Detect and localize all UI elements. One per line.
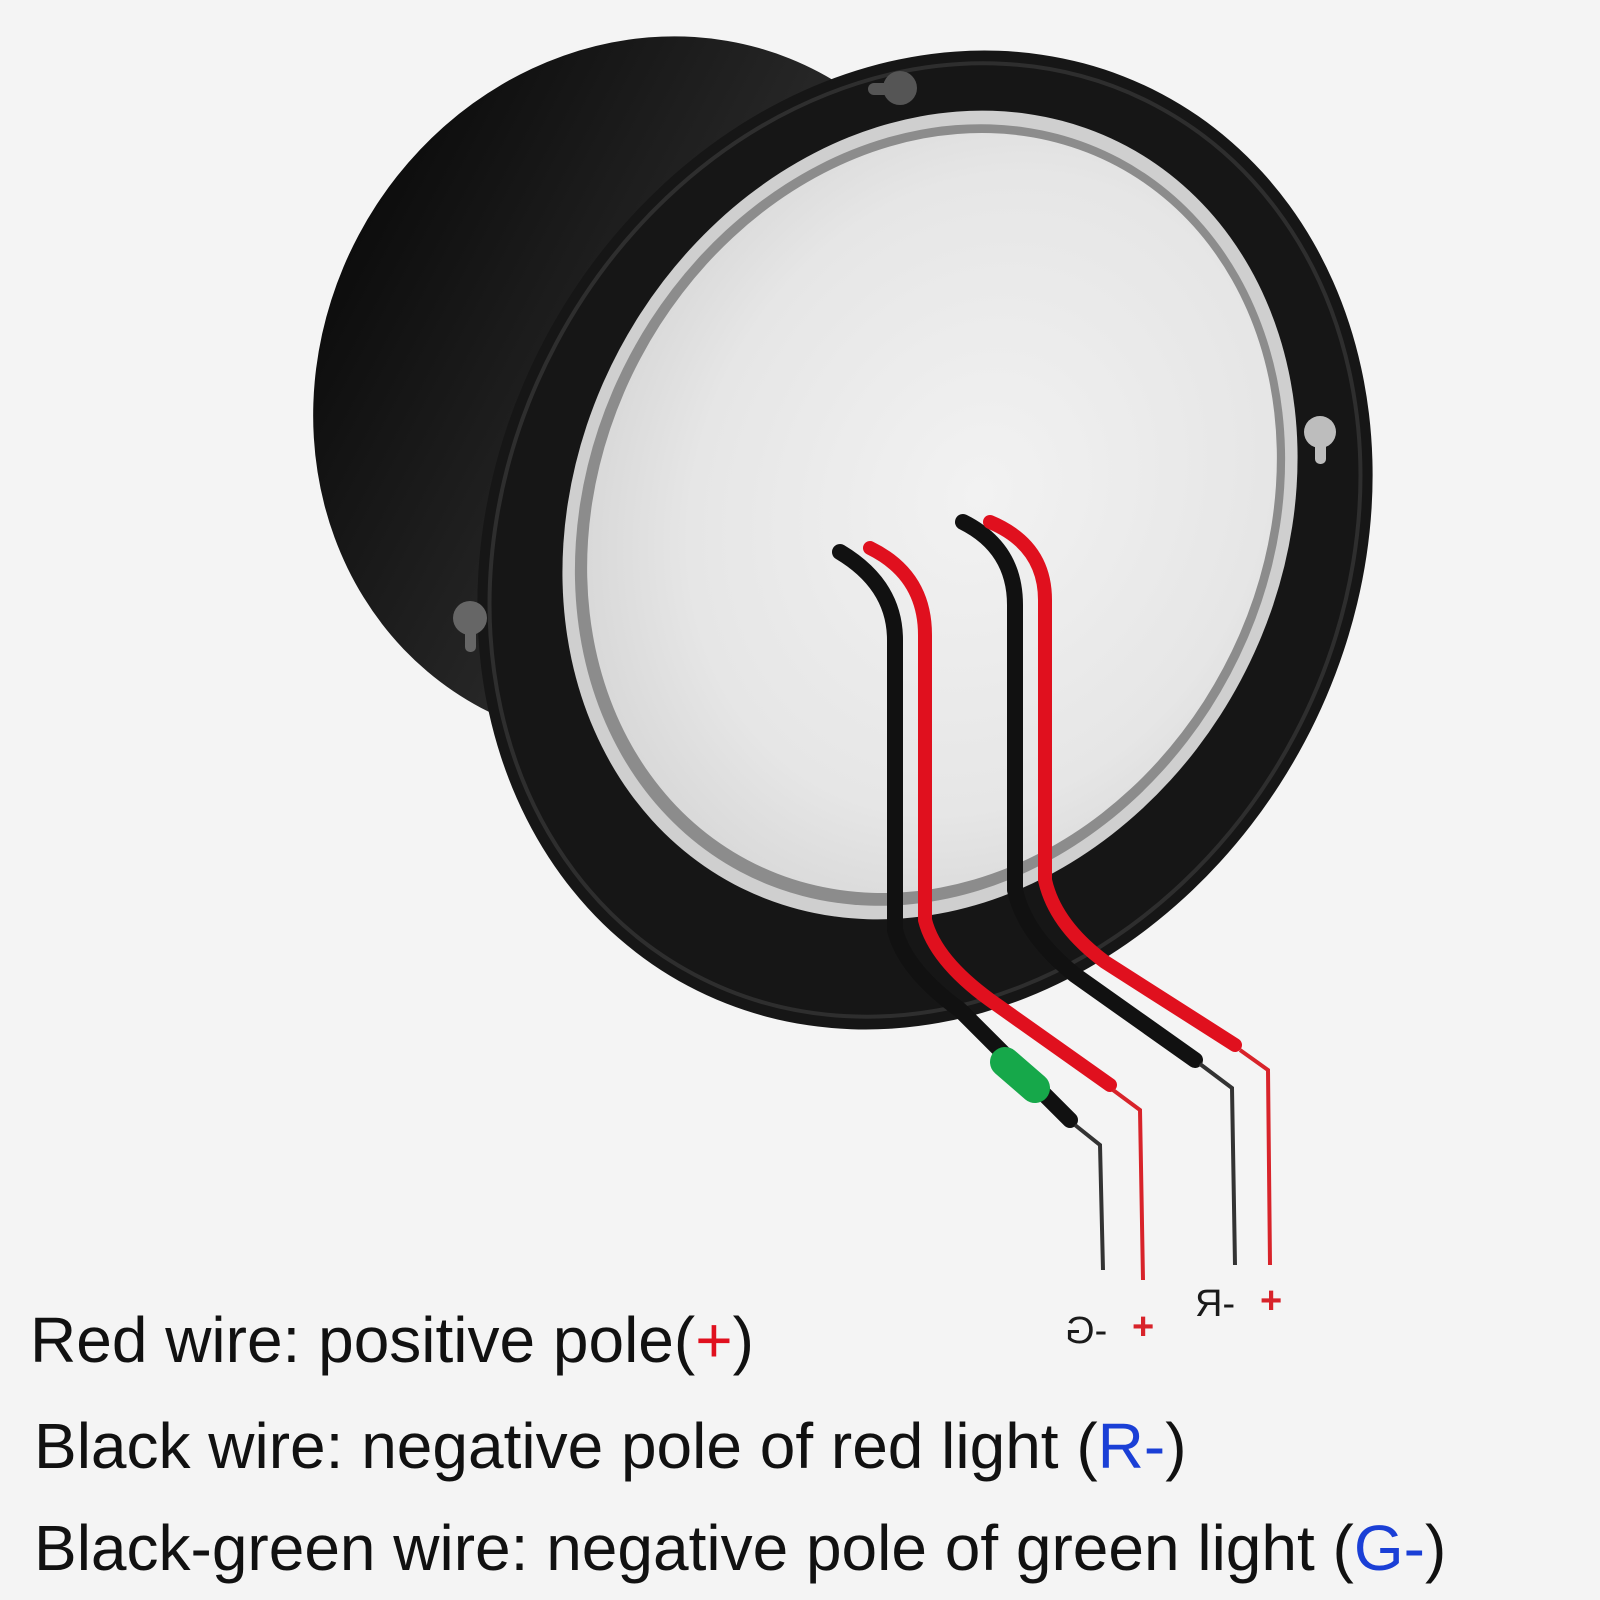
wire-black-red <box>955 514 1203 1068</box>
caption-black-green-wire-code: G- <box>1353 1512 1425 1584</box>
keyhole-slot-top <box>868 71 917 105</box>
caption-black-wire-prefix: Black wire: negative pole of red light ( <box>34 1410 1098 1482</box>
wire-red-red-positive <box>983 515 1242 1052</box>
caption-black-green-wire: Black-green wire: negative pole of green… <box>34 1516 1446 1580</box>
caption-black-wire: Black wire: negative pole of red light (… <box>34 1414 1187 1478</box>
wire-green-pair <box>832 541 1117 1128</box>
caption-red-wire: Red wire: positive pole(+) <box>30 1308 754 1372</box>
caption-red-wire-code: + <box>695 1304 733 1376</box>
keyhole-slot-right <box>1304 416 1336 464</box>
terminal-g-minus-text: -G <box>1065 1310 1108 1352</box>
green-sleeve <box>990 1047 1050 1103</box>
caption-black-green-wire-prefix: Black-green wire: negative pole of green… <box>34 1512 1354 1584</box>
terminal-label-g-plus: + <box>1124 1308 1154 1346</box>
terminal-label-r-minus: -R <box>1195 1283 1236 1325</box>
caption-red-wire-prefix: Red wire: positive pole( <box>30 1304 696 1376</box>
keyhole-slot-left <box>453 601 487 652</box>
caption-black-green-wire-suffix: ) <box>1424 1512 1447 1584</box>
callout-leaders <box>1073 1048 1272 1281</box>
wire-red-pair <box>955 514 1242 1068</box>
terminal-label-r-plus: + <box>1252 1282 1282 1320</box>
terminal-label-g-minus: -G <box>1065 1310 1108 1352</box>
caption-red-wire-suffix: ) <box>732 1304 754 1376</box>
caption-black-wire-code: R- <box>1097 1410 1166 1482</box>
wire-black-green <box>832 544 1078 1128</box>
caption-black-wire-suffix: ) <box>1165 1410 1187 1482</box>
terminal-r-plus-text: + <box>1260 1280 1283 1322</box>
terminal-g-plus-text: + <box>1132 1306 1155 1348</box>
diffuser-lens <box>587 132 1277 894</box>
wire-red-green-positive <box>863 541 1117 1092</box>
terminal-r-minus-text: -R <box>1195 1283 1236 1325</box>
